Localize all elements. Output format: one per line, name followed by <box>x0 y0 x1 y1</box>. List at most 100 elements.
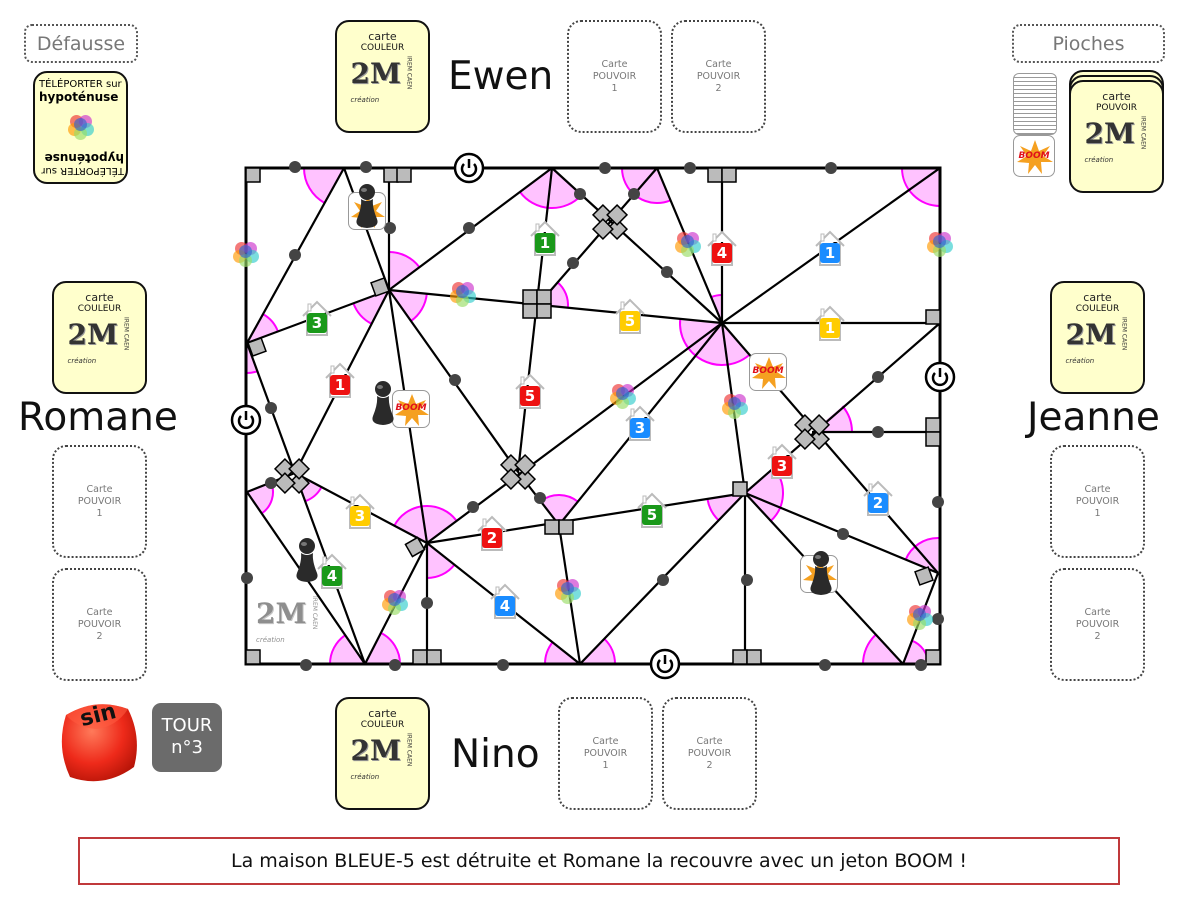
board-node <box>872 426 884 438</box>
right-angle-marker <box>707 167 723 183</box>
board-node <box>628 188 640 200</box>
house-yellow-3[interactable]: 3 <box>344 493 376 529</box>
text-label: création <box>350 96 380 104</box>
boom-token-pile[interactable]: BOOM <box>1013 73 1057 179</box>
house-green-3[interactable]: 3 <box>301 300 333 336</box>
board-node <box>684 162 696 174</box>
angle-marker <box>247 314 278 343</box>
player-name-ewen: Ewen <box>448 54 554 99</box>
house-green-4[interactable]: 4 <box>316 553 348 589</box>
angle-arc <box>410 293 428 322</box>
right-angle-marker <box>288 472 311 495</box>
angle-arc <box>519 191 583 209</box>
house-blue-1[interactable]: 1 <box>814 230 846 266</box>
right-angle-marker <box>426 649 442 665</box>
board-node <box>389 659 401 671</box>
board-node <box>741 574 753 586</box>
house-yellow-1[interactable]: 1 <box>814 305 846 341</box>
text-label: POUVOIR <box>592 70 637 82</box>
board-node <box>449 374 461 386</box>
right-angle-marker <box>746 649 762 665</box>
right-angle-marker <box>404 536 426 558</box>
right-angle-marker <box>925 649 941 665</box>
right-angle-marker <box>808 428 831 451</box>
boom-token[interactable]: BOOM <box>749 353 787 391</box>
power-icon-arc <box>237 415 255 430</box>
right-angle-marker <box>721 167 737 183</box>
angle-arc <box>556 281 569 309</box>
trig-dice[interactable]: sin <box>56 697 142 787</box>
angle-marker <box>902 168 940 206</box>
color-bubble-icon <box>675 232 701 258</box>
house-red-2[interactable]: 2 <box>476 515 508 551</box>
house-red-3[interactable]: 3 <box>766 443 798 479</box>
house-number: 4 <box>495 596 515 616</box>
board-node <box>360 161 372 173</box>
angle-marker <box>903 640 928 664</box>
text-label: IREM CAEN <box>1139 116 1147 150</box>
text-label: 2M <box>1084 117 1135 150</box>
right-angle-marker <box>370 277 390 297</box>
house-blue-4[interactable]: 4 <box>489 583 521 619</box>
player-pawn[interactable] <box>292 537 322 583</box>
player-name-nino: Nino <box>451 732 540 777</box>
house-red-1[interactable]: 1 <box>324 362 356 398</box>
house-green-1[interactable]: 1 <box>529 220 561 256</box>
house-red-5[interactable]: 5 <box>514 373 546 409</box>
player-pawn[interactable] <box>806 550 836 596</box>
text-label: IREM CAEN <box>1120 317 1128 351</box>
house-blue-2[interactable]: 2 <box>862 480 894 516</box>
discard-label-text: Défausse <box>36 32 126 55</box>
text-label: POUVOIR <box>77 618 122 630</box>
text-label: POUVOIR <box>687 747 732 759</box>
house-red-4[interactable]: 4 <box>706 230 738 266</box>
right-angle-marker <box>522 303 538 319</box>
boom-token[interactable]: BOOM <box>392 390 430 428</box>
house-yellow-5[interactable]: 5 <box>614 298 646 334</box>
power-icon-arc <box>460 163 478 178</box>
text-label: 2M <box>67 318 118 351</box>
right-angle-marker <box>793 413 816 436</box>
player-pawn[interactable] <box>368 380 398 426</box>
house-number: 4 <box>712 243 732 263</box>
right-angle-marker <box>606 203 629 226</box>
angle-marker <box>545 642 580 664</box>
text-label: Carte <box>696 735 723 747</box>
text-label: 2 <box>715 82 722 94</box>
player-pawn[interactable] <box>352 183 382 229</box>
discard-card-teleport[interactable]: TÉLÉPORTER sur hypoténuse TÉLÉPORTER sur… <box>33 71 128 184</box>
board-node <box>872 371 884 383</box>
board-node <box>497 659 509 671</box>
text-label: Carte <box>705 58 732 70</box>
right-angle-marker <box>536 289 552 305</box>
right-angle-marker <box>514 453 537 476</box>
board-node <box>463 222 475 234</box>
house-blue-3[interactable]: 3 <box>624 405 656 441</box>
house-number: 3 <box>630 418 650 438</box>
right-angle-marker <box>522 289 538 305</box>
status-message: La maison BLEUE-5 est détruite et Romane… <box>78 837 1120 885</box>
angle-arc <box>393 505 457 527</box>
text-label: 1 <box>1094 507 1101 519</box>
discard-card-line1: TÉLÉPORTER sur <box>39 79 122 90</box>
angle-marker <box>389 290 427 322</box>
angle-marker <box>427 543 455 578</box>
board-node <box>289 249 301 261</box>
house-green-5[interactable]: 5 <box>636 492 668 528</box>
house-number: 3 <box>350 506 370 526</box>
angle-marker <box>304 168 344 203</box>
